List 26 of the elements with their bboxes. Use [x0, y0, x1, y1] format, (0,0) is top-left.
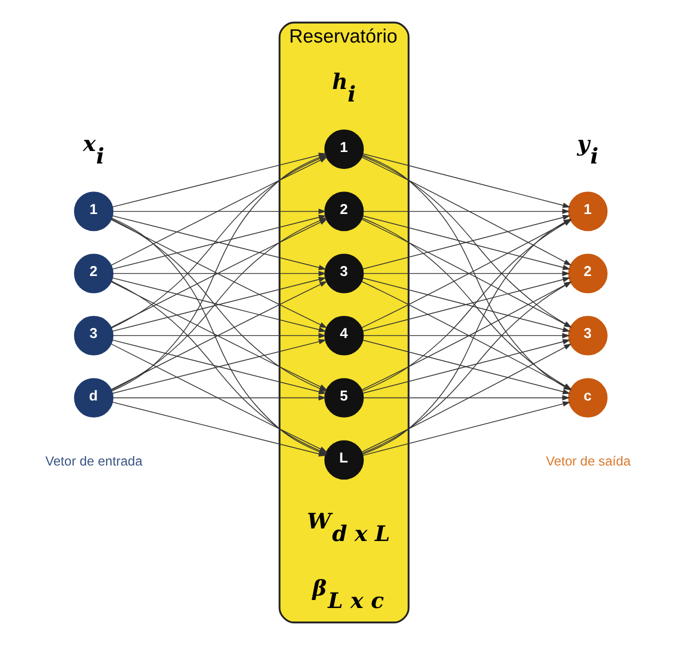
arrow	[362, 153, 570, 208]
node-circle: 3	[74, 316, 114, 356]
arrow	[112, 270, 326, 276]
node-circle: 2	[568, 254, 608, 294]
arrow	[112, 208, 326, 214]
node-circle: L	[324, 440, 364, 480]
node-circle: 1	[568, 192, 608, 232]
node-circle: 1	[74, 192, 114, 232]
label: Vetor de saída	[546, 454, 631, 469]
node-circle: 3	[324, 254, 364, 294]
label: Vetor de entrada	[45, 454, 142, 469]
arrow	[112, 332, 326, 338]
node-circle: d	[74, 378, 114, 418]
node-circle: 5	[324, 378, 364, 418]
arrow	[112, 395, 326, 400]
arrow	[362, 208, 570, 214]
arrow	[362, 401, 570, 456]
arrow	[362, 270, 570, 276]
arrow	[362, 332, 570, 338]
node-circle: 4	[324, 316, 364, 356]
arrow	[362, 395, 570, 400]
node-circle: 1	[324, 130, 364, 169]
node-circle: c	[568, 378, 608, 418]
node-circle: 3	[568, 316, 608, 356]
node-circle: 2	[74, 254, 114, 294]
node-circle: 2	[324, 192, 364, 232]
